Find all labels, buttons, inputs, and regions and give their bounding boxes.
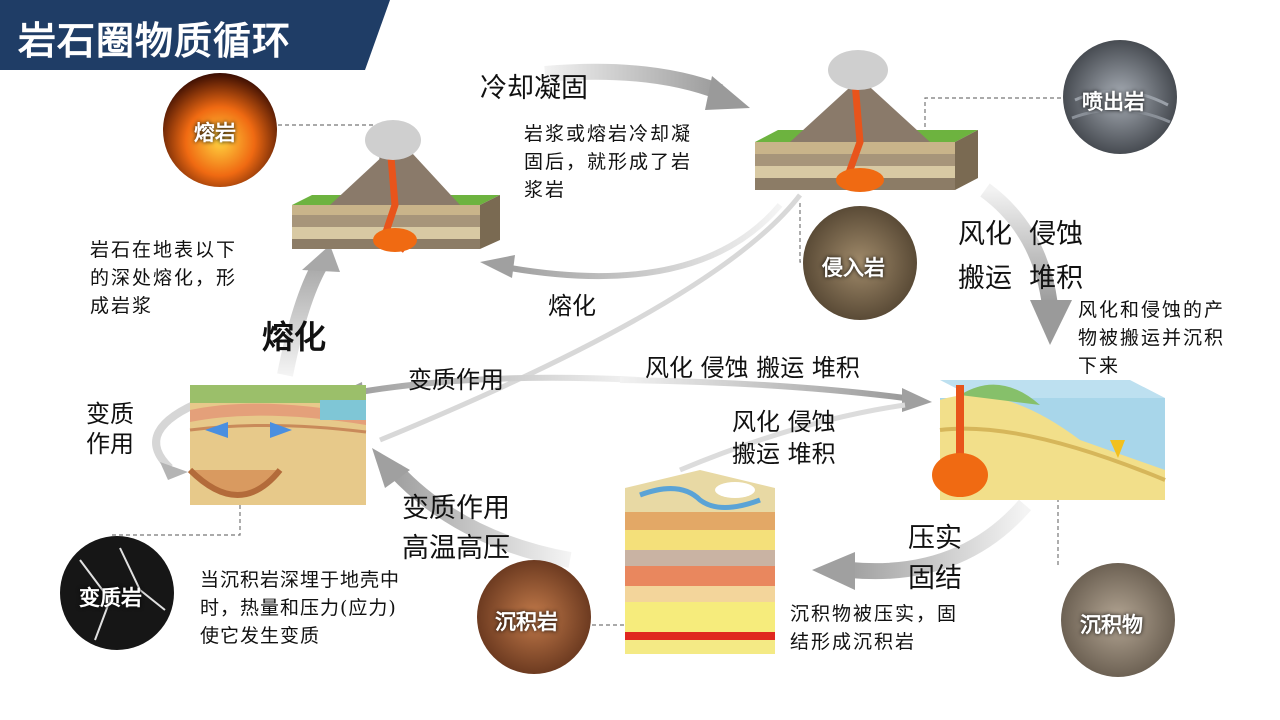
- desc-weathering-line: 物被搬运并沉积: [1078, 327, 1226, 349]
- sedimentary-photo: [477, 560, 591, 674]
- metamorphic-photo: [60, 536, 174, 650]
- title-banner: [0, 0, 390, 70]
- arrow-melting-small: [480, 203, 783, 279]
- label-metamorphic: 变质岩: [79, 586, 142, 610]
- process-metamorphism-hp-1: 变质作用: [402, 493, 510, 524]
- arrow-compaction: [812, 499, 1032, 590]
- label-lava: 熔岩: [194, 121, 236, 145]
- process-metamorphism-left-1: 变质: [86, 400, 134, 428]
- arrow-weathering-mid: [619, 377, 932, 412]
- process-melting-big: 熔化: [262, 318, 327, 356]
- arrow-long-curve: [379, 193, 802, 443]
- process-weathering-mid: 风化 侵蚀 搬运 堆积: [645, 354, 860, 382]
- process-weathering-right-1: 风化 侵蚀: [958, 219, 1084, 250]
- desc-weathering: 风化和侵蚀的产 物被搬运并沉积 下来: [1078, 296, 1225, 380]
- label-intrusive: 侵入岩: [822, 256, 885, 280]
- process-cooling: 冷却凝固: [480, 73, 588, 104]
- label-sediment: 沉积物: [1080, 613, 1143, 637]
- arrow-melting-big: [277, 245, 340, 377]
- desc-metamorphism-line: 使它发生变质: [200, 625, 321, 647]
- process-metamorphism-left-2: 作用: [86, 430, 134, 458]
- desc-cooling-line: 固后，就形成了岩: [524, 151, 693, 173]
- desc-melting-line: 成岩浆: [90, 295, 154, 317]
- process-weathering-lower-2: 搬运 堆积: [732, 440, 836, 468]
- arrow-weathering-right: [980, 183, 1072, 345]
- lava-photo: [163, 73, 277, 187]
- desc-cooling-line: 浆岩: [524, 179, 567, 201]
- extrusive-photo: [1063, 40, 1177, 154]
- desc-weathering-line: 下来: [1078, 355, 1121, 377]
- volcano-block-right: [755, 50, 978, 192]
- desc-compaction-line: 结形成沉积岩: [790, 631, 917, 653]
- process-weathering-lower-1: 风化 侵蚀: [732, 408, 836, 436]
- desc-metamorphism-line: 当沉积岩深埋于地壳中: [200, 569, 401, 591]
- desc-compaction-line: 沉积物被压实，固: [790, 603, 959, 625]
- sedimentary-block: [625, 470, 775, 654]
- process-compaction-2: 固结: [908, 563, 962, 594]
- sediment-block: [932, 380, 1166, 500]
- page-title: 岩石圈物质循环: [18, 19, 292, 63]
- desc-cooling-line: 岩浆或熔岩冷却凝: [524, 123, 693, 145]
- desc-compaction: 沉积物被压实，固 结形成沉积岩: [790, 600, 958, 656]
- desc-metamorphism: 当沉积岩深埋于地壳中 时，热量和压力(应力) 使它发生变质: [200, 566, 400, 650]
- metamorphic-block: [187, 385, 367, 505]
- process-metamorphism-hp-2: 高温高压: [402, 533, 510, 564]
- desc-weathering-line: 风化和侵蚀的产: [1078, 299, 1226, 321]
- desc-melting-line: 的深处熔化，形: [90, 267, 238, 289]
- process-compaction-1: 压实: [908, 523, 962, 554]
- label-sedimentary: 沉积岩: [495, 610, 558, 634]
- arrow-weathering-lower: [679, 402, 906, 473]
- desc-metamorphism-line: 时，热量和压力(应力): [200, 597, 397, 619]
- volcano-block-left: [292, 120, 500, 253]
- process-weathering-right-2: 搬运 堆积: [958, 263, 1084, 294]
- process-melting-small: 熔化: [548, 292, 596, 320]
- intrusive-photo: [803, 206, 917, 320]
- arrow-cooling: [544, 63, 750, 110]
- desc-cooling: 岩浆或熔岩冷却凝 固后，就形成了岩 浆岩: [524, 120, 692, 204]
- desc-melting-line: 岩石在地表以下: [90, 239, 238, 261]
- desc-melting: 岩石在地表以下 的深处熔化，形 成岩浆: [90, 236, 237, 320]
- process-metamorphism-mid: 变质作用: [408, 366, 504, 394]
- sediment-photo: [1061, 563, 1175, 677]
- arrow-metamorphism-hp: [372, 448, 572, 568]
- label-extrusive: 喷出岩: [1082, 90, 1145, 114]
